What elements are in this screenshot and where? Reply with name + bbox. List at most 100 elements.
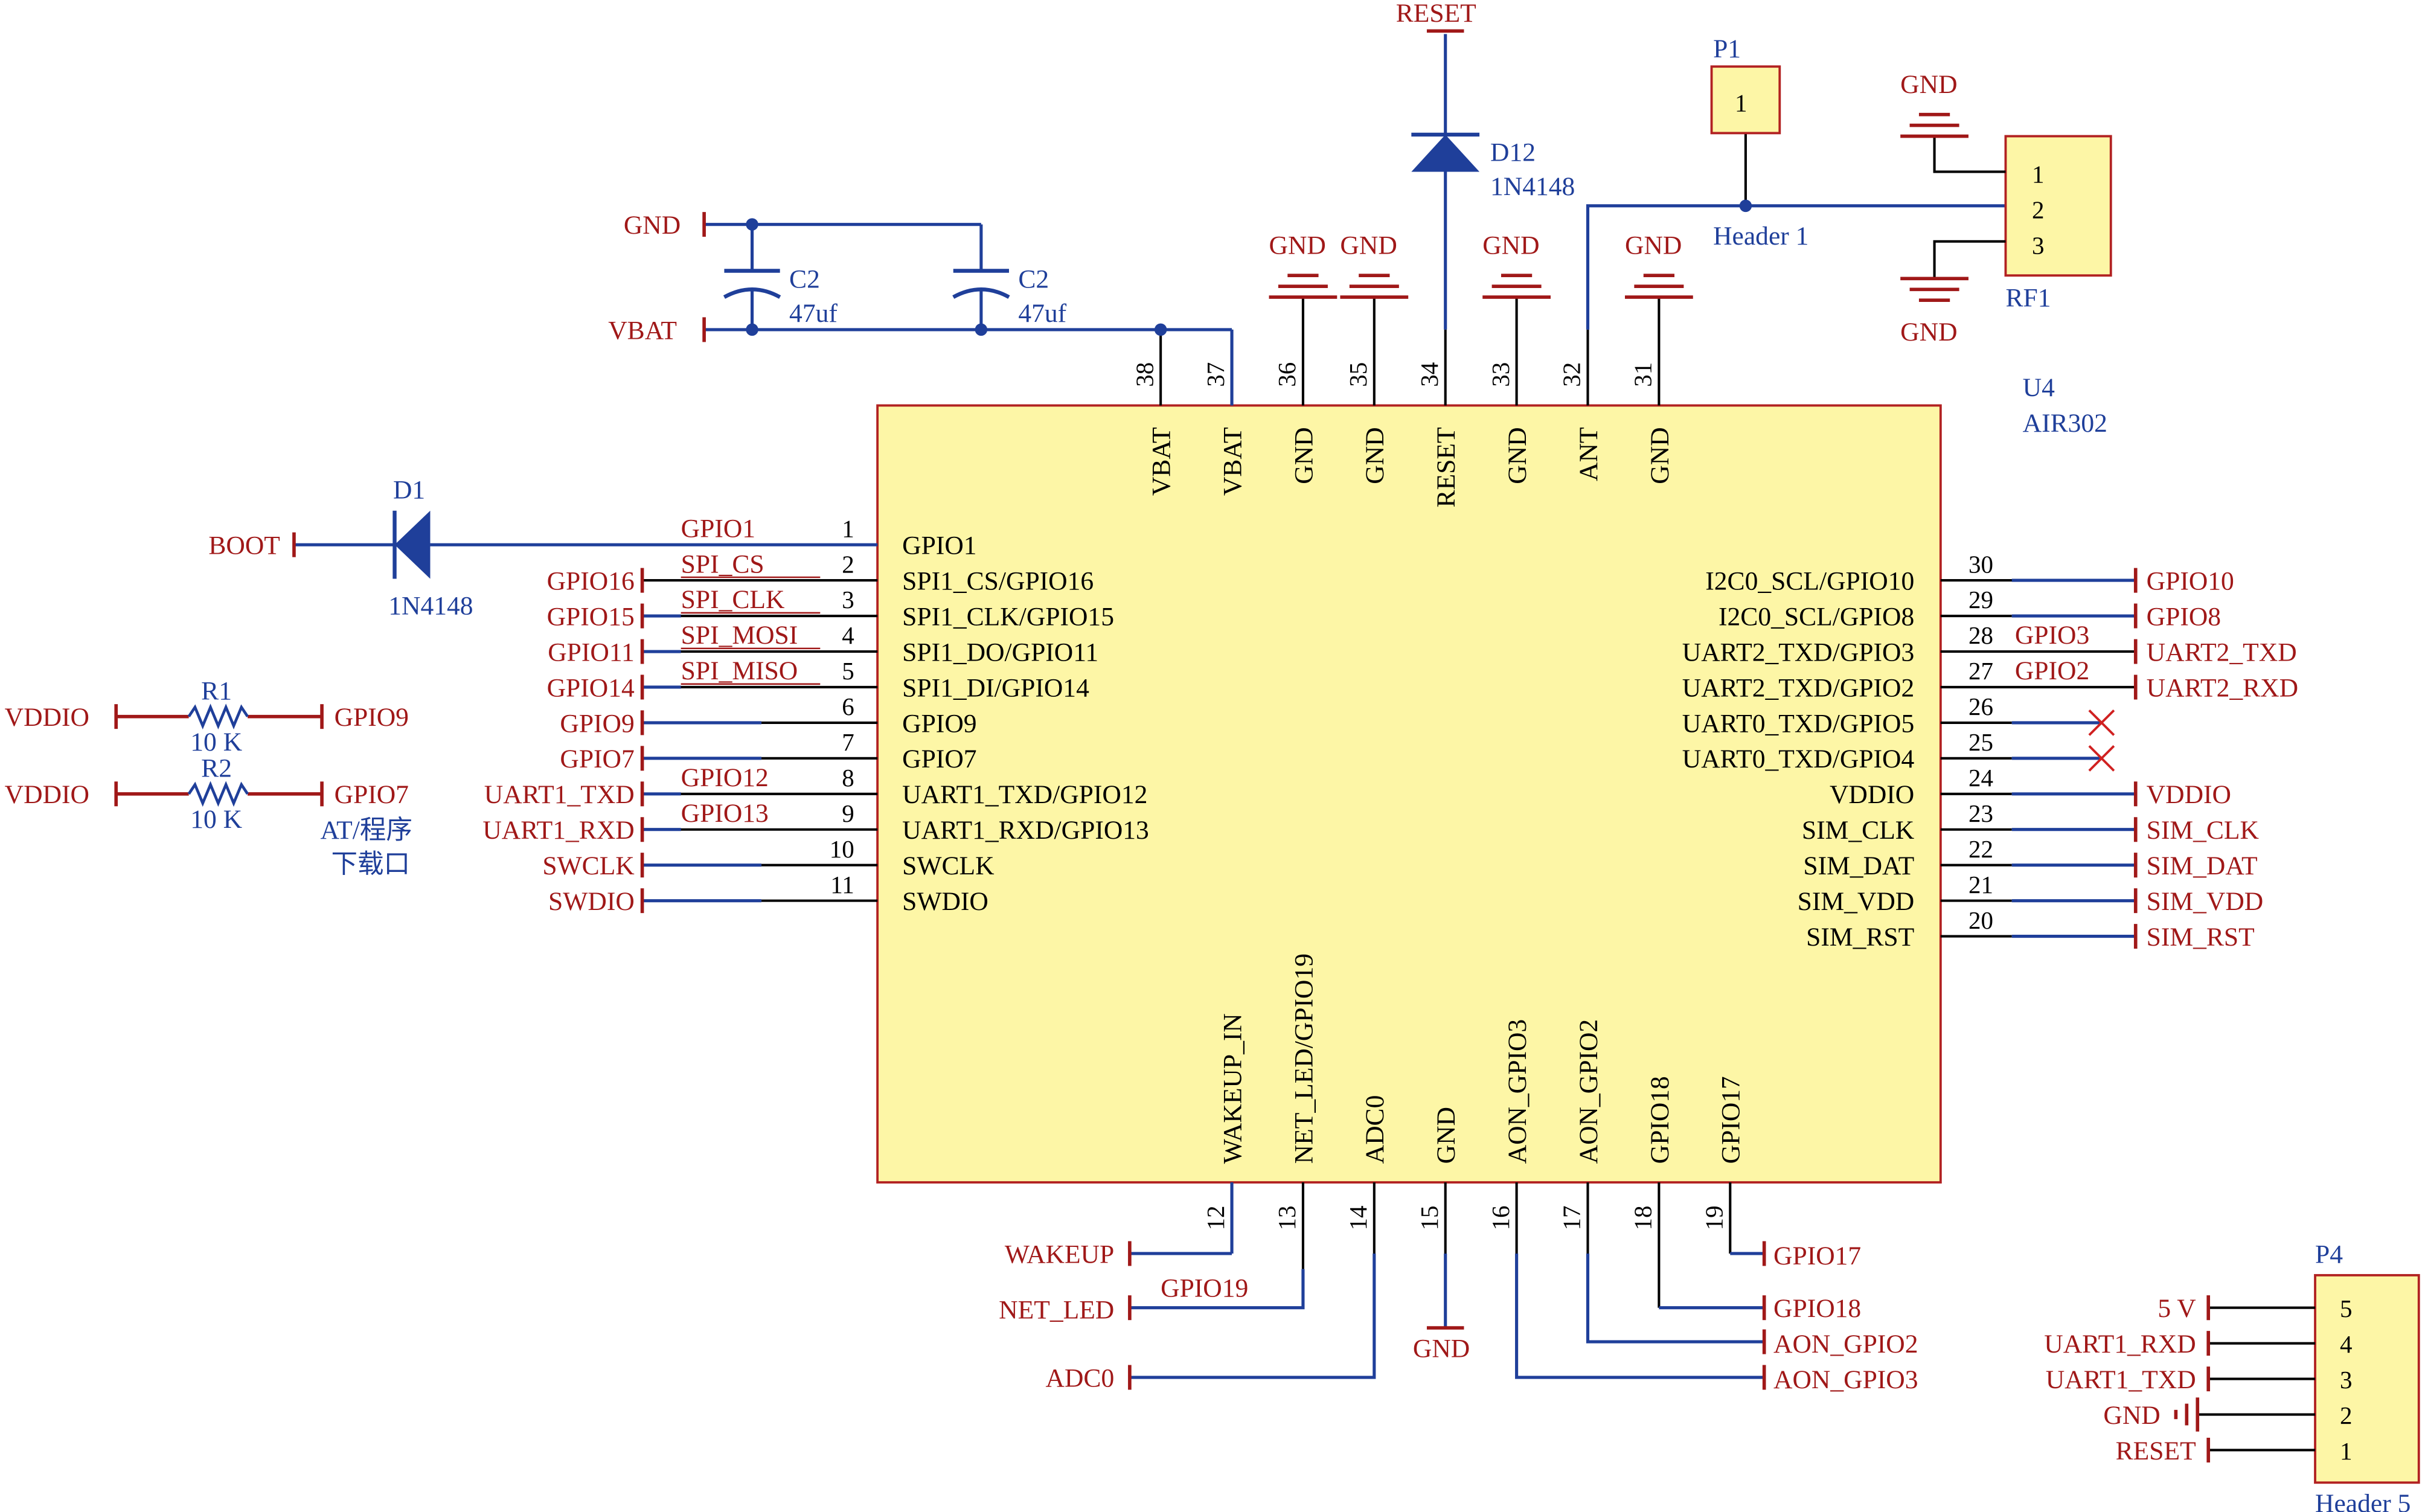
net-sim-dat: SIM_DAT [2147,851,2258,880]
pin-name: VDDIO [1830,780,1914,809]
net-adc0: ADC0 [1046,1363,1115,1392]
r2-value: 10 K [190,805,242,834]
pin-number: 11 [830,871,854,899]
net-sim-vdd: SIM_VDD [2147,887,2264,916]
u4-body [876,404,1942,1184]
net-boot: BOOT [208,531,280,560]
diode-symbol [1411,134,1480,172]
pin-name: UART2_TXD/GPIO3 [1682,638,1914,667]
c2-right-ref: C2 [1018,265,1049,294]
top-gnd-symbols [1269,274,1693,299]
pin-number: 1 [842,514,854,542]
r2-right-net: GPIO7 [335,780,409,809]
net-uart1-txd: UART1_TXD [484,780,635,809]
pin-name: GPIO18 [1645,1076,1674,1164]
pin-number: 6 [842,693,854,720]
pin-number: 20 [1969,906,1993,934]
pin-name: RESET [1432,427,1461,507]
pin-number: 34 [1415,362,1443,387]
net-gpio18: GPIO18 [1773,1294,1861,1323]
pin-number: 8 [842,764,854,792]
wire-label: GPIO12 [681,763,769,792]
pin-name: GND [1360,427,1389,484]
p4-header: P4 Header 5 5 4 3 2 1 5 V UART1_RXD [2044,1240,2420,1512]
pin-number: 4 [842,621,854,649]
net-reset-top: RESET [1396,0,1476,28]
left-net-names: BOOT GPIO16 GPIO15 GPIO11 GPIO14 GPIO9 G… [208,531,635,916]
net-sim-clk: SIM_CLK [2147,816,2259,845]
right-pin-numbers: 30 29 28 27 26 25 24 23 22 21 20 [1969,550,1993,934]
net-net-led: NET_LED [999,1296,1114,1325]
gnd-label: GND [1269,231,1326,260]
capacitors: GND VBAT C2 47uf C2 47uf [608,211,1234,406]
rf1-gnd-top: GND [1900,70,1957,99]
pin-name: UART0_TXD/GPIO4 [1682,745,1915,774]
d12-diode: RESET D12 1N4148 [1396,0,1575,330]
pin-name: GPIO7 [902,745,976,774]
pin-name: VBAT [1147,427,1176,496]
pin-name: I2C0_SCL/GPIO10 [1705,566,1914,595]
u4-part: AIR302 [2023,409,2107,438]
r2-ref: R2 [201,754,232,783]
c2-left-ref: C2 [789,265,820,294]
c2-left-value: 47uf [789,299,838,328]
c2-right-value: 47uf [1018,299,1066,328]
pin-number: 37 [1202,362,1229,387]
pin-number: 2 [842,550,854,578]
d1-ref: D1 [393,475,425,504]
p4-ref: P4 [2315,1240,2343,1269]
pin-number: 23 [1969,799,1993,827]
p1-name: Header 1 [1713,222,1808,251]
pin-number: 17 [1558,1206,1586,1231]
bottom-pin-numbers: 12 13 14 15 16 17 18 19 [1202,1206,1728,1231]
pin-number: 22 [1969,835,1993,863]
rf1-pin: 3 [2032,231,2044,259]
top-pin-names: VBAT VBAT GND GND RESET GND ANT GND [1147,427,1674,507]
bottom-pin-names: WAKEUP_IN NET_LED/GPIO19 ADC0 GND AON_GP… [1218,953,1745,1164]
left-wire-labels: GPIO1 SPI_CS SPI_CLK SPI_MOSI SPI_MISO G… [681,514,798,828]
net-uart1-rxd: UART1_RXD [482,816,634,845]
net-aon-gpio2: AON_GPIO2 [1773,1330,1918,1359]
pin-number: 21 [1969,871,1993,899]
net-vddio: VDDIO [2147,780,2231,809]
net-swclk: SWCLK [542,851,634,880]
wire-label: SPI_MOSI [681,621,798,650]
r1-zigzag [187,703,249,730]
pin-name: WAKEUP_IN [1218,1013,1247,1164]
pin-name: SIM_VDD [1798,887,1915,916]
net-gpio11: GPIO11 [548,638,635,667]
gnd-label: GND [1625,231,1682,260]
pin-number: 38 [1130,362,1158,387]
pin-name: SPI1_CS/GPIO16 [902,566,1094,595]
u4-designator: U4 [2023,373,2055,402]
pin-number: 24 [1969,764,1993,792]
pin-number: 10 [830,835,854,863]
note-line1: AT/程序 [321,816,412,845]
pin-number: 31 [1629,362,1657,387]
pin-name: UART1_RXD/GPIO13 [902,816,1149,845]
p4-pin: 5 [2340,1295,2352,1322]
p4-net-reset: RESET [2116,1437,2196,1466]
p4-pin: 4 [2340,1330,2352,1358]
r1-ref: R1 [201,676,232,705]
wire-label: SPI_CS [681,549,764,578]
pin-name: ADC0 [1360,1095,1389,1164]
d1-diode: D1 1N4148 [388,475,473,620]
wire-label: SPI_MISO [681,656,798,685]
pin-number: 29 [1969,586,1993,613]
pin-number: 26 [1969,693,1993,720]
pin-name: GPIO9 [902,709,976,738]
net-gpio10: GPIO10 [2147,566,2234,595]
pin-number: 32 [1558,362,1586,387]
pin-number: 30 [1969,550,1993,578]
pin-name: GND [1645,427,1674,484]
net-uart2-rxd: UART2_RXD [2147,673,2298,702]
antenna-section: 1 P1 Header 1 1 2 3 RF1 GND GND [1586,34,2112,347]
pin-name: SIM_CLK [1802,816,1914,845]
wire-label: GPIO3 [2015,621,2089,650]
r1-right-net: GPIO9 [335,703,409,732]
net-gnd-bottom: GND [1413,1334,1470,1363]
pin-name: GPIO17 [1717,1076,1746,1164]
pin-name: SIM_DAT [1803,851,1914,880]
